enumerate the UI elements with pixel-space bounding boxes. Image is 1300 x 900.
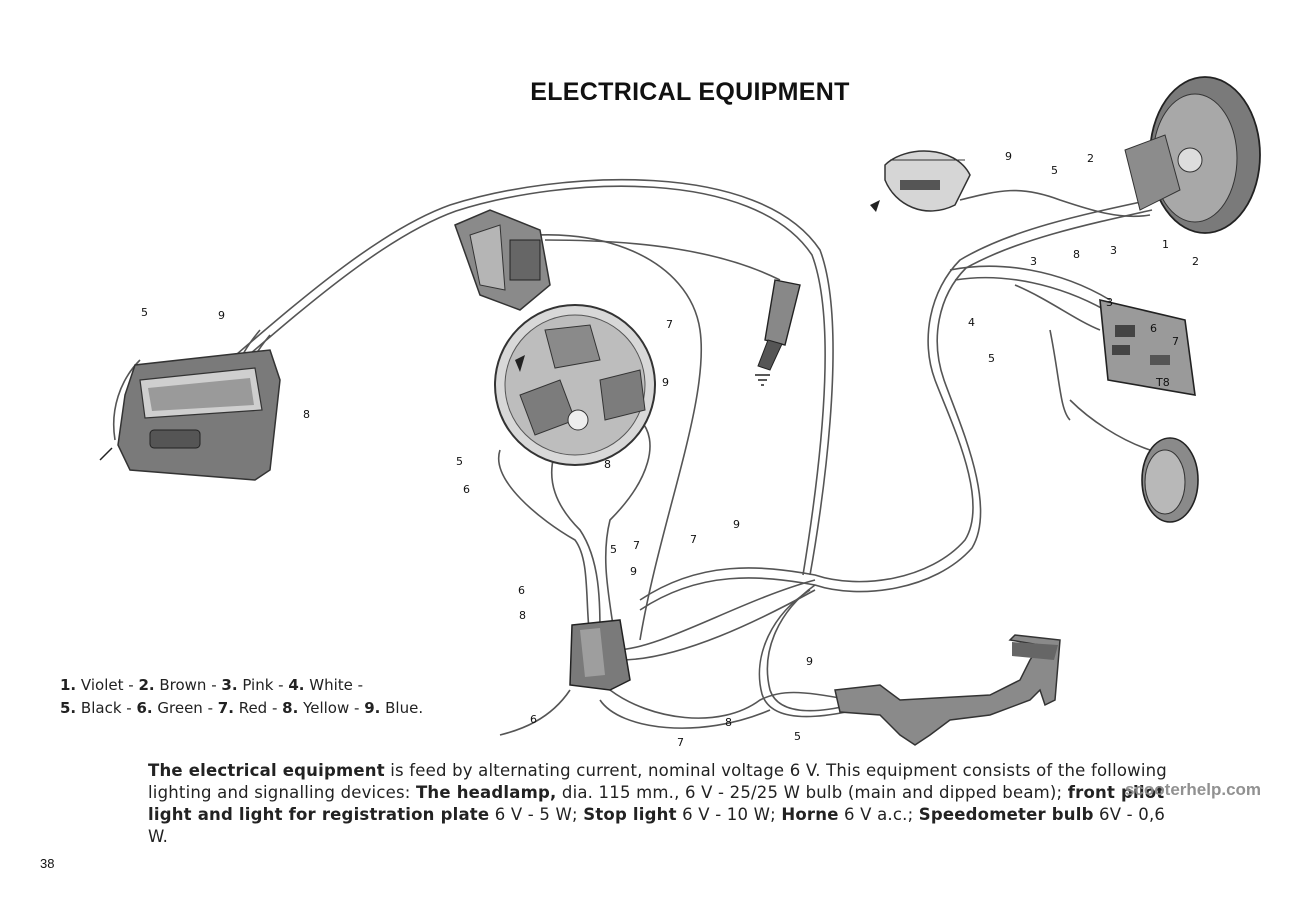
spark-plug [755, 279, 801, 386]
text-span: 6 V a.c.; [838, 805, 919, 824]
wire-label: 3 [1030, 255, 1037, 268]
text-strong: Stop light [583, 805, 677, 824]
headlamp [1124, 76, 1261, 234]
text-strong: front pilot light and light for registra… [148, 783, 1165, 824]
wire-labels: 5 9 8 7 9 5 6 8 5 7 9 6 8 6 7 9 7 8 9 5 … [141, 150, 1199, 749]
wire-label: 2 [1192, 255, 1199, 268]
wire-label: 5 [456, 455, 463, 468]
horn [1141, 437, 1199, 523]
wire-label: 1 [1162, 238, 1169, 251]
ignition-coil [454, 209, 551, 311]
brake-lever [834, 634, 1061, 746]
wire-color-legend: 1. Violet - 2. Brown - 3. Pink - 4. Whit… [60, 674, 500, 720]
legend-color: Blue. [385, 699, 424, 717]
legend-number: 8. [282, 699, 299, 717]
text-strong: The headlamp, [415, 783, 557, 802]
description-paragraph: The electrical equipment is feed by alte… [148, 760, 1168, 848]
legend-number: 2. [138, 676, 155, 694]
wire-label: 9 [218, 309, 225, 322]
legend-color: Black [80, 699, 122, 717]
wire-label: 9 [662, 376, 669, 389]
wire-label: 7 [690, 533, 697, 546]
legend-color: Pink [242, 676, 274, 694]
text-strong: The electrical equipment [148, 761, 385, 780]
wire-label: T8 [1155, 376, 1170, 389]
page-title: ELECTRICAL EQUIPMENT [530, 78, 850, 106]
connection-box [1099, 298, 1196, 396]
watermark: scooterhelp.com [1125, 780, 1262, 799]
wire-label: 6 [518, 584, 525, 597]
text-span: 6 V - 10 W; [676, 805, 782, 824]
wire-label: 2 [1087, 152, 1094, 165]
wire-label: 7 [666, 318, 673, 331]
flywheel-magneto [494, 304, 656, 466]
speedometer [870, 150, 971, 212]
wire-label: 6 [530, 713, 537, 726]
legend-line: 5. Black - 6. Green - 7. Red - 8. Yellow… [60, 699, 424, 717]
legend-color: Green [157, 699, 203, 717]
legend-number: 4. [288, 676, 305, 694]
wire-label: 8 [725, 716, 732, 729]
wire-label: 7 [677, 736, 684, 749]
wire-label: 7 [1172, 335, 1179, 348]
wire-label: 8 [303, 408, 310, 421]
tail-light [99, 349, 281, 481]
wire-label: 5 [794, 730, 801, 743]
wire-label: 9 [1005, 150, 1012, 163]
text-span: is feed by alternating current, nominal … [148, 761, 1167, 802]
wire-label: 5 [1051, 164, 1058, 177]
wire-label: 8 [604, 458, 611, 471]
wire-label: 5 [988, 352, 995, 365]
text-span: dia. 115 mm., 6 V - 25/25 W bulb (main a… [556, 783, 1068, 802]
legend-number: 6. [136, 699, 153, 717]
legend-color: Yellow [303, 699, 350, 717]
wire-harness [112, 178, 1153, 736]
text-strong: Speedometer bulb [918, 805, 1094, 824]
wire-label: 9 [733, 518, 740, 531]
text-strong: Horne [781, 805, 839, 824]
wire-label: 3 [1106, 296, 1113, 309]
legend-number: 9. [364, 699, 381, 717]
wire-label: 8 [1073, 248, 1080, 261]
wire-label: 6 [463, 483, 470, 496]
wire-label: 9 [630, 565, 637, 578]
wire-label: 6 [1150, 322, 1157, 335]
text-span: 6V - 0,6 W. [148, 805, 1166, 846]
legend-number: 5. [60, 699, 77, 717]
wire-label: 8 [519, 609, 526, 622]
legend-color: White [309, 676, 353, 694]
legend-color: Brown [159, 676, 207, 694]
text-span: 6 V - 5 W; [489, 805, 584, 824]
page-number: 38 [40, 856, 55, 871]
legend-number: 1. [60, 676, 77, 694]
legend-line: 1. Violet - 2. Brown - 3. Pink - 4. Whit… [60, 676, 364, 694]
wire-label: 3 [1110, 244, 1117, 257]
wire-label: 4 [968, 316, 975, 329]
legend-color: Red [238, 699, 268, 717]
legend-number: 3. [221, 676, 238, 694]
wire-label: 5 [141, 306, 148, 319]
wire-label: 5 [610, 543, 617, 556]
wire-label: 7 [633, 539, 640, 552]
legend-number: 7. [217, 699, 234, 717]
legend-color: Violet [80, 676, 124, 694]
wire-label: 9 [806, 655, 813, 668]
junction-box [569, 619, 631, 691]
